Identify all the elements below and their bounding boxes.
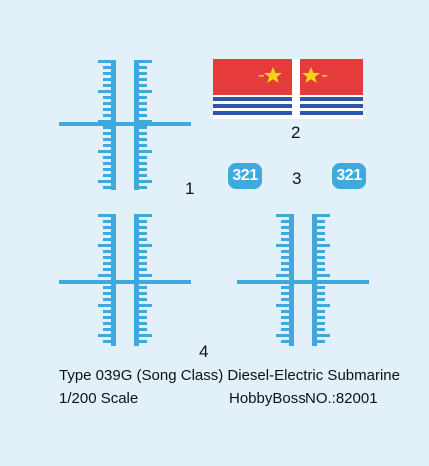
product-title: Type 039G (Song Class) Diesel-Electric S…: [59, 367, 400, 384]
flag-blue-stripe-1: [213, 97, 363, 101]
ladder-decal-1: [59, 60, 191, 190]
star-icon: [302, 67, 320, 83]
maker-name: HobbyBoss: [229, 390, 306, 407]
decal-label-4: 4: [199, 342, 209, 361]
decal-label-1: 1: [185, 179, 195, 198]
decal-label-3: 3: [292, 169, 302, 188]
flag-blue-stripe-2: [213, 104, 363, 108]
naval-ensign-flag: [213, 59, 363, 119]
hull-number-right: 321: [332, 163, 366, 189]
ladder-decal-4a: [59, 214, 191, 346]
ladder-decal-4b: [237, 214, 369, 346]
decal-label-2: 2: [291, 123, 301, 142]
star-icon: [264, 67, 282, 83]
flag-white-bar: [292, 59, 300, 119]
hull-number-left: 321: [228, 163, 262, 189]
flag-blue-stripe-3: [213, 111, 363, 115]
scale-text: 1/200 Scale: [59, 390, 139, 407]
flag-red-field: [213, 59, 363, 95]
product-number: NO.:82001: [305, 390, 378, 407]
